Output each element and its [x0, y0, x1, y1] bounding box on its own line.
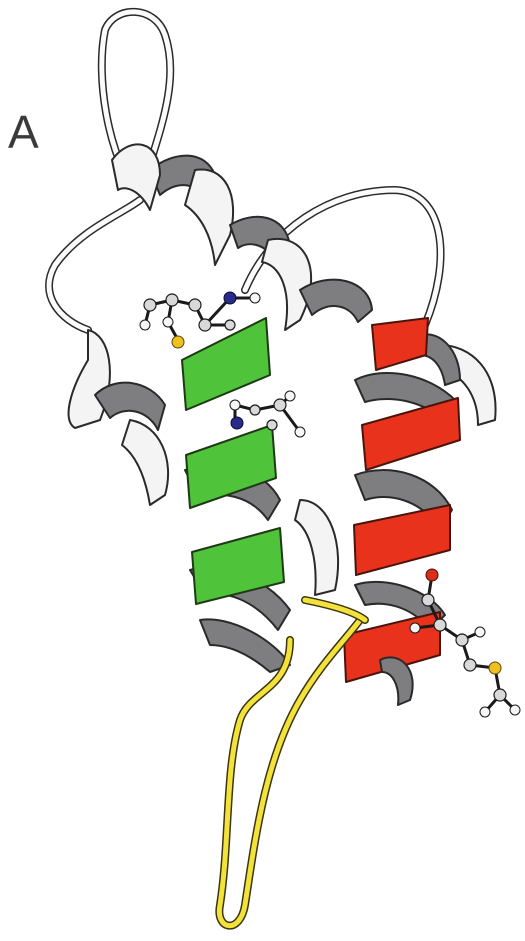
left-coil — [49, 200, 140, 330]
right-helix — [344, 318, 496, 705]
green-helix — [182, 318, 284, 604]
panel-label: A — [8, 106, 39, 158]
left-helix — [69, 330, 168, 505]
